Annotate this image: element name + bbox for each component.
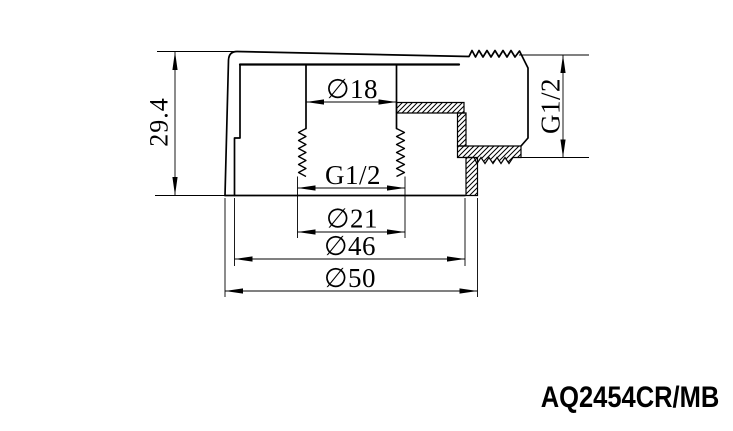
bore-diameter-label: ∅18 — [326, 74, 378, 104]
fitting-body-outline — [224, 49, 529, 238]
arrow-left — [297, 229, 316, 235]
dim-inner-flange-diameter: ∅46 — [234, 198, 466, 266]
hatch-lower-column — [465, 156, 479, 197]
hatch-upper-column — [456, 112, 467, 147]
male-thread-label: G1/2 — [536, 78, 566, 134]
inner-wall-left — [233, 63, 241, 197]
arrow-left — [234, 256, 253, 262]
arrow-left — [297, 185, 316, 191]
arrow-right — [447, 256, 465, 262]
outer-flange-diameter-label: ∅50 — [324, 263, 376, 293]
dim-bore-diameter: ∅18 — [306, 74, 397, 105]
arrow-left — [225, 288, 243, 294]
female-thread-right — [395, 127, 406, 178]
arrow-down — [172, 177, 178, 196]
outer-profile — [224, 49, 529, 197]
arrow-up — [172, 51, 178, 70]
inner-flange-diameter-label: ∅46 — [324, 231, 376, 261]
height-label: 29.4 — [145, 97, 174, 147]
arrow-right — [378, 99, 397, 105]
arrow-up — [560, 55, 566, 73]
part-number-label: AQ2454CR/MB — [541, 380, 719, 413]
arrow-left — [306, 99, 324, 105]
dim-thread-major-diameter: ∅21 — [297, 204, 405, 235]
female-thread-label: G1/2 — [325, 160, 381, 190]
dim-height: 29.4 — [145, 51, 234, 196]
dim-outer-flange-diameter: ∅50 — [224, 198, 478, 297]
female-thread-left — [297, 127, 307, 178]
arrow-right — [387, 185, 405, 191]
thread-major-diameter-label: ∅21 — [326, 204, 378, 234]
dim-male-thread: G1/2 — [512, 54, 589, 158]
arrow-right — [387, 229, 405, 235]
arrow-right — [459, 288, 478, 294]
dim-female-thread: G1/2 — [297, 160, 405, 191]
arrow-down — [560, 139, 566, 158]
hatch-channel-floor — [395, 101, 465, 114]
section-hatch — [395, 101, 522, 197]
